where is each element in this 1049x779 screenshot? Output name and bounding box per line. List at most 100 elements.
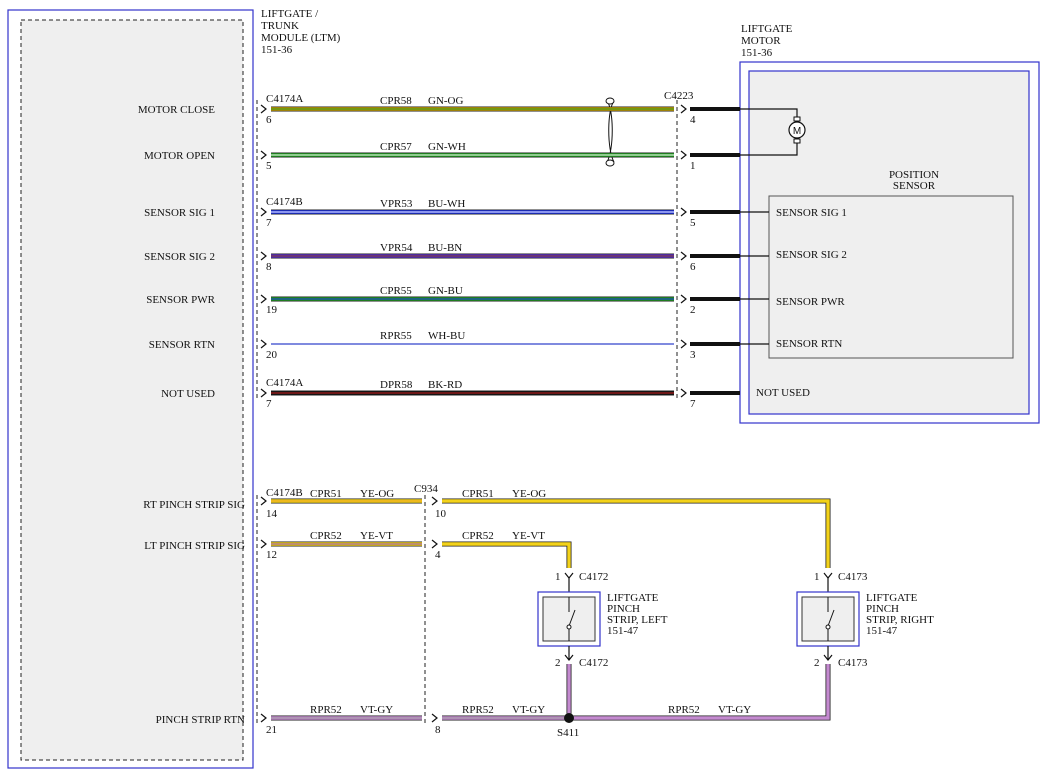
wire-color-code: GN-OG [428,95,463,107]
pin-number: 1 [690,160,696,172]
connector-arrow [260,207,267,217]
wire-color-code: VT-GY [512,704,545,716]
wire-outline [442,541,572,568]
circuit-id: CPR51 [310,488,342,500]
circuit-id: VPR53 [380,198,413,210]
connector-arrow [680,251,687,261]
switch-contact [566,624,572,630]
motor-symbol-letter: M [793,126,801,137]
ltm-name-line: LIFTGATE / [261,8,319,20]
pinch-strip-name-line: 151-47 [607,625,639,637]
wire-color-code: VT-GY [360,704,393,716]
wire-color-code: VT-GY [718,704,751,716]
circuit-id: VPR54 [380,242,413,254]
motor-terminal [793,116,801,122]
connector-id: C4173 [838,657,868,669]
pinch-strip-name-line: STRIP, LEFT [607,614,668,626]
connector-arrow [260,104,267,114]
pin-number: 2 [555,657,561,669]
pin-number: 7 [690,398,696,410]
connector-arrow [260,294,267,304]
connector-arrow [260,339,267,349]
wire-color-code: WH-BU [428,330,465,342]
pin-number: 6 [266,114,272,126]
sensor-pin-label: SENSOR PWR [776,296,845,308]
pin-label: SENSOR RTN [149,339,215,351]
wire-color-code: BU-BN [428,242,462,254]
pin-number: 4 [435,549,441,561]
connector-arrow [823,654,833,661]
connector-arrow [260,496,267,506]
pinch-strip-name-line: LIFTGATE [607,592,659,604]
pin-number: 1 [814,571,820,583]
pin-number: 19 [266,304,278,316]
pin-label: MOTOR CLOSE [138,104,215,116]
motor-name-line: 151-36 [741,47,773,59]
circuit-id: CPR58 [380,95,412,107]
motor-not-used-label: NOT USED [756,387,810,399]
pin-number: 6 [690,261,696,273]
pinch-strip-name-line: 151-47 [866,625,898,637]
pin-label: RT PINCH STRIP SIG [143,499,245,511]
circuit-id: RPR52 [462,704,494,716]
ltm-module-inner [20,19,244,761]
connector-arrow [260,388,267,398]
pin-label: SENSOR PWR [146,294,215,306]
circuit-id: CPR51 [462,488,494,500]
connector-arrow [680,294,687,304]
circuit-id: CPR57 [380,141,412,153]
pin-number: 4 [690,114,696,126]
connector-arrow [680,150,687,160]
pin-label: PINCH STRIP RTN [156,714,245,726]
connector-id: C4174B [266,487,303,499]
connector-id: C4223 [664,90,694,102]
motor-lead-open [740,138,798,156]
pin-label: SENSOR SIG 1 [144,207,215,219]
connector-arrow [680,339,687,349]
switch-contact [825,624,831,630]
position-sensor-name: SENSOR [893,180,936,192]
connector-arrow [260,713,267,723]
connector-arrow [260,539,267,549]
wire-color-code: YE-OG [360,488,394,500]
motor-name-line: MOTOR [741,35,781,47]
sensor-pin-label: SENSOR SIG 2 [776,249,847,261]
pin-number: 7 [266,398,272,410]
connector-arrow [260,251,267,261]
wire-outline [442,498,831,568]
pinch-strip-name-line: STRIP, RIGHT [866,614,934,626]
wire-color-code: BU-WH [428,198,465,210]
pin-number: 2 [690,304,696,316]
connector-arrow [680,207,687,217]
ltm-name-line: 151-36 [261,44,293,56]
wire-color-code: BK-RD [428,379,462,391]
pin-number: 10 [435,508,447,520]
circuit-id: CPR52 [462,530,494,542]
connector-arrow [431,496,438,506]
pin-number: 12 [266,549,277,561]
ltm-name-line: MODULE (LTM) [261,32,341,44]
pin-number: 20 [266,349,278,361]
connector-id: C4173 [838,571,868,583]
pin-number: 7 [266,217,272,229]
pin-number: 21 [266,724,277,736]
connector-id: C4172 [579,571,608,583]
connector-arrow [431,539,438,549]
twisted-pair-end [605,97,615,105]
pin-label: LT PINCH STRIP SIG [144,540,245,552]
position-sensor-name: POSITION [889,169,939,181]
pin-number: 14 [266,508,278,520]
splice-dot [564,713,574,723]
connector-arrow [564,654,574,661]
pin-label: SENSOR SIG 2 [144,251,215,263]
pin-number: 5 [690,217,696,229]
switch-blade [568,609,576,627]
pin-number: 8 [266,261,272,273]
connector-id: C4174A [266,93,303,105]
pinch-strip-name-line: PINCH [607,603,640,615]
switch-blade [827,609,835,627]
wire-color-code: YE-OG [512,488,546,500]
connector-arrow [680,104,687,114]
